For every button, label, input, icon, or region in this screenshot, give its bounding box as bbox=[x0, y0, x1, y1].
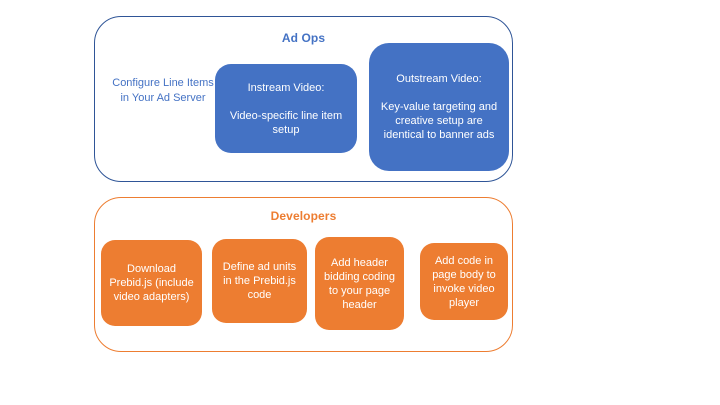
outstream-video-box: Outstream Video: Key-value targeting and… bbox=[369, 43, 509, 171]
outstream-video-box-body: Key-value targeting and creative setup a… bbox=[380, 101, 498, 141]
add-header-bidding-box-label: Add header bidding coding to your page h… bbox=[324, 256, 395, 311]
define-ad-units-box: Define ad units in the Prebid.js code bbox=[212, 239, 307, 323]
add-page-body-code-box-label: Add code in page body to invoke video pl… bbox=[432, 254, 496, 309]
define-ad-units-box-label: Define ad units in the Prebid.js code bbox=[222, 261, 297, 301]
developers-group: Developers Download Prebid.js (include v… bbox=[94, 197, 513, 352]
download-prebid-box: Download Prebid.js (include video adapte… bbox=[101, 240, 202, 326]
add-page-body-code-box: Add code in page body to invoke video pl… bbox=[420, 243, 508, 320]
ad-ops-group: Ad Ops Configure Line Items in Your Ad S… bbox=[94, 16, 513, 182]
ad-ops-side-note: Configure Line Items in Your Ad Server bbox=[112, 77, 214, 104]
add-header-bidding-box: Add header bidding coding to your page h… bbox=[315, 237, 404, 330]
instream-video-box-title: Instream Video: bbox=[247, 81, 325, 94]
download-prebid-box-label: Download Prebid.js (include video adapte… bbox=[109, 263, 194, 303]
instream-video-box: Instream Video: Video-specific line item… bbox=[215, 64, 357, 153]
developers-title: Developers bbox=[270, 209, 337, 223]
ad-ops-title: Ad Ops bbox=[281, 31, 326, 45]
outstream-video-box-title: Outstream Video: bbox=[396, 73, 482, 85]
instream-video-box-body: Video-specific line item setup bbox=[229, 109, 343, 136]
